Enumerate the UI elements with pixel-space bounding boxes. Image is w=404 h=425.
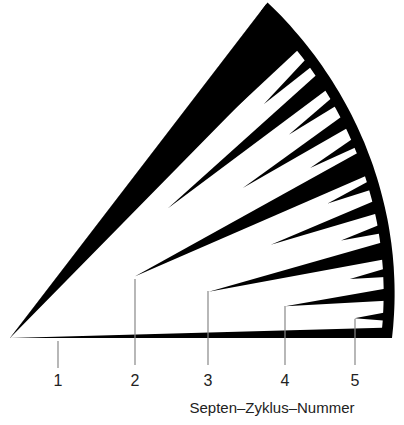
septum-cycle-5 — [310, 136, 361, 168]
septum-cycle-4 — [203, 35, 303, 139]
outer-rim — [10, 2, 395, 338]
axis-caption: Septen–Zyklus–Nummer — [189, 400, 354, 415]
septum-cycle-1 — [10, 327, 391, 338]
septum-cycle-5 — [328, 179, 376, 204]
septum-cycle-5 — [264, 55, 316, 104]
leader-line — [207, 291, 208, 365]
septum-cycle-1 — [10, 4, 301, 338]
leader-line — [284, 306, 285, 365]
leader-line — [354, 319, 355, 365]
septum-cycle-4 — [271, 199, 382, 245]
septum-cycle-5 — [341, 223, 386, 241]
septum-cycle-4 — [285, 288, 390, 307]
septum-cycle-5 — [350, 267, 390, 279]
septum-cycle-3 — [209, 241, 389, 292]
septum-cycle-5 — [354, 312, 390, 321]
septum-cycle-5 — [235, 19, 285, 77]
septum-cycle-5 — [289, 94, 341, 134]
cycle-number: 1 — [54, 373, 63, 389]
cycle-number: 4 — [281, 373, 290, 389]
cycle-number: 3 — [204, 373, 213, 389]
cycle-number: 5 — [351, 373, 360, 389]
leader-line — [57, 341, 58, 368]
leader-line — [134, 279, 135, 365]
cycle-number: 2 — [131, 373, 140, 389]
interior — [10, 11, 384, 338]
